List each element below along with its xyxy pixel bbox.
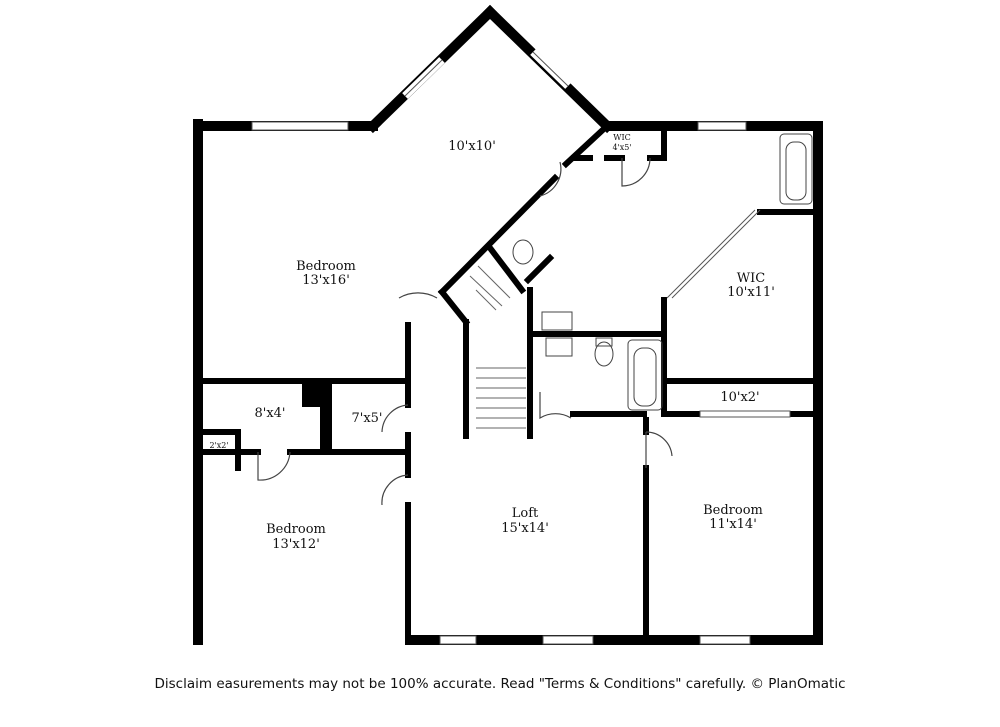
room-loft-dims: 15'x14'	[501, 521, 549, 536]
windows	[251, 49, 751, 645]
room-hall-10x2-dims: 10'x2'	[720, 390, 759, 405]
room-bedroom-sw-name: Bedroom	[266, 522, 326, 537]
room-bedroom-nw-dims: 13'x16'	[302, 273, 350, 288]
disclaimer-text: Disclaim easurements may not be 100% acc…	[154, 676, 846, 692]
room-closet-8x4-dims: 8'x4'	[254, 406, 285, 421]
room-bedroom-sw-dims: 13'x12'	[272, 537, 320, 552]
room-closet-2x2-dims: 2'x2'	[209, 441, 228, 450]
sliding-doors	[666, 209, 791, 418]
room-loft-name: Loft	[512, 506, 539, 521]
fixtures	[469, 133, 813, 429]
door-swings	[257, 157, 673, 506]
room-labels: 10'x10' Bedroom 13'x16' WIC 4'x5' WIC 10…	[209, 133, 774, 552]
interior-walls	[199, 121, 817, 643]
room-bedroom-se-name: Bedroom	[703, 503, 763, 518]
room-top-dims: 10'x10'	[448, 139, 496, 154]
room-closet-7x5-dims: 7'x5'	[351, 411, 382, 426]
room-bedroom-nw-name: Bedroom	[296, 259, 356, 274]
room-wic-small-dims: 4'x5'	[612, 143, 631, 152]
room-wic-large-dims: 10'x11'	[727, 285, 775, 300]
room-wic-large-name: WIC	[737, 271, 765, 286]
room-bedroom-se-dims: 11'x14'	[709, 517, 757, 532]
room-wic-small-name: WIC	[613, 133, 631, 142]
